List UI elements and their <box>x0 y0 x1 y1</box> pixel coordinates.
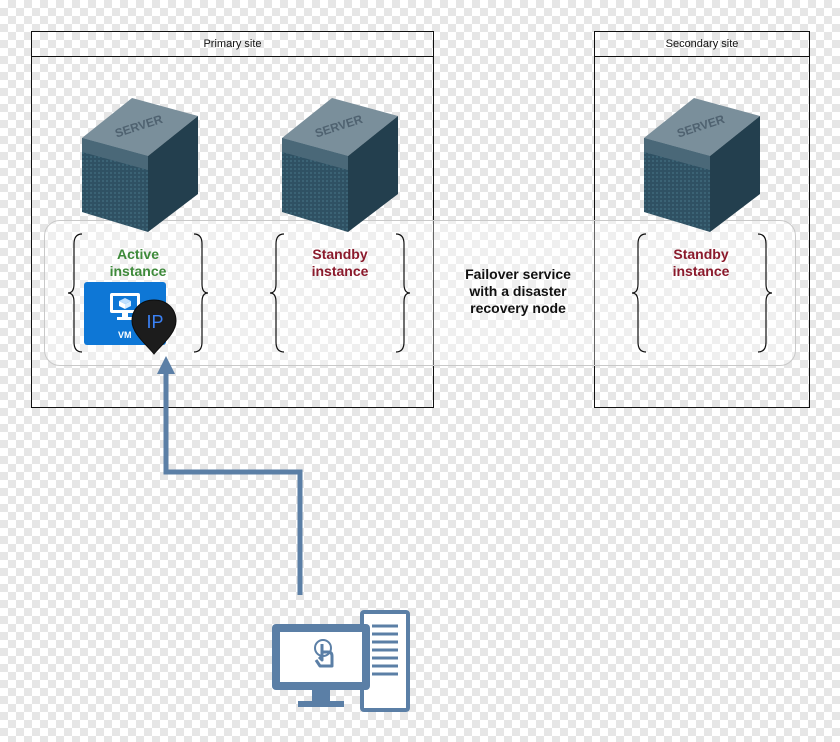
failover-service-label: Failover service with a disaster recover… <box>465 266 571 316</box>
standby-instance-brace <box>269 233 411 353</box>
failover-band <box>44 220 796 366</box>
secondary-site-title: Secondary site <box>595 32 809 57</box>
secondary-standby-brace <box>631 233 773 353</box>
server-icon: SERVER <box>282 98 398 232</box>
server-icon: SERVER <box>644 98 760 232</box>
active-instance-label: Active instance <box>109 246 167 279</box>
server-icon: SERVER <box>82 98 198 232</box>
ip-pin-icon <box>131 299 177 355</box>
vm-label: VM <box>118 330 132 340</box>
secondary-standby-label: Standby instance <box>672 246 730 279</box>
secondary-site-box: Secondary site <box>594 31 810 408</box>
ip-label: IP <box>146 312 164 332</box>
primary-site-title: Primary site <box>32 32 433 57</box>
client-computer-icon <box>272 610 410 712</box>
primary-site-box: Primary site <box>31 31 434 408</box>
active-instance-brace <box>67 233 209 353</box>
vm-monitor-icon <box>110 293 140 320</box>
standby-instance-label: Standby instance <box>311 246 369 279</box>
